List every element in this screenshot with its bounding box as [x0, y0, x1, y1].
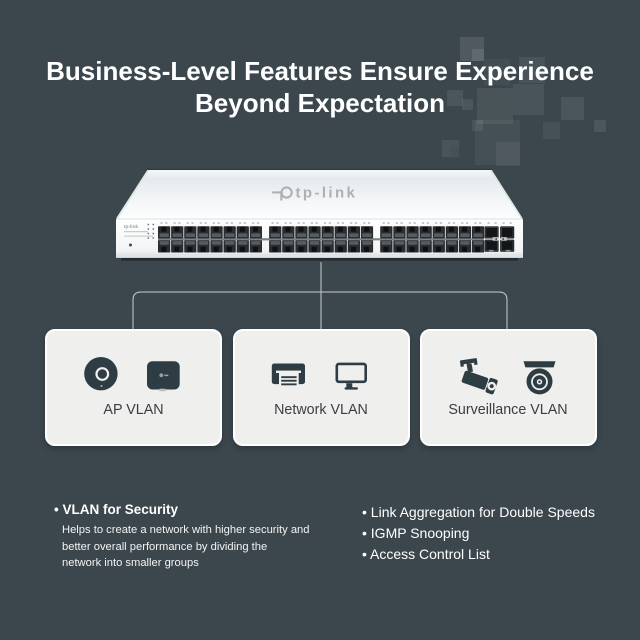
svg-text:tp-link: tp-link — [296, 184, 358, 201]
svg-text:tp-link: tp-link — [124, 224, 138, 229]
